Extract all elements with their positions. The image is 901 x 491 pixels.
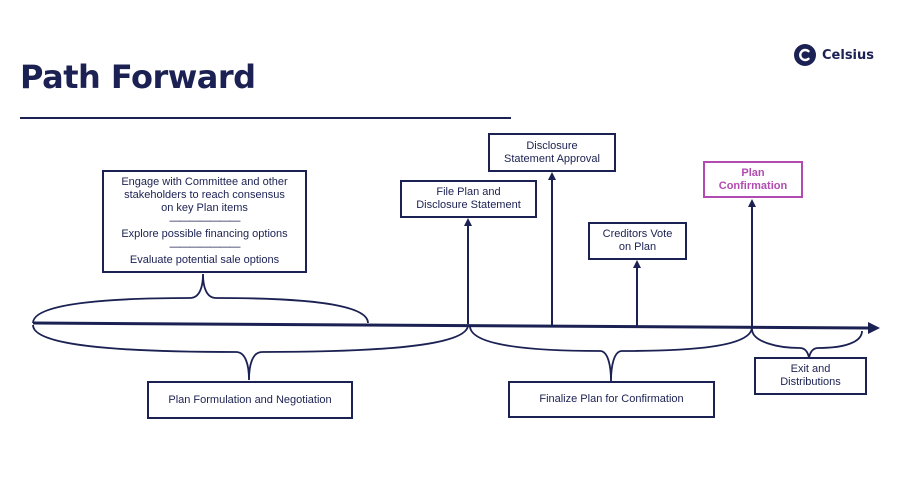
engage-line-4: Explore possible financing options (121, 228, 288, 240)
exit-line-1: Exit and (790, 363, 831, 375)
disclosure-approval-line-2: Statement Approval (503, 152, 600, 165)
engage-separator-2: ——————— (169, 241, 241, 253)
plan-formulation-box: Plan Formulation and Negotiation (147, 381, 353, 419)
celsius-logo: Celsius (794, 44, 874, 66)
celsius-logo-icon (794, 44, 816, 66)
title-underline (20, 117, 511, 119)
plan-confirmation-line-2: Confirmation (718, 179, 788, 192)
exit-distributions-box: Exit and Distributions (754, 357, 867, 395)
engage-line-3: on key Plan items (161, 202, 248, 214)
timeline-arrowhead (868, 322, 880, 334)
file-plan-line-1: File Plan and (436, 186, 501, 198)
brace-plan-formulation (32, 324, 469, 381)
engage-separator-1: ——————— (169, 215, 241, 227)
file-plan-box: File Plan and Disclosure Statement (400, 180, 537, 218)
file-plan-line-2: Disclosure Statement (416, 199, 521, 211)
creditors-vote-box: Creditors Vote on Plan (588, 222, 687, 260)
disclosure-approval-box: Disclosure Statement Approval (488, 133, 616, 172)
timeline-axis (32, 321, 869, 330)
engage-line-1: Engage with Committee and other (121, 176, 288, 188)
plan-formulation-label: Plan Formulation and Negotiation (168, 393, 332, 406)
brace-exit (751, 328, 863, 361)
creditors-vote-line-1: Creditors Vote (602, 228, 673, 240)
engage-line-2: stakeholders to reach consensus (124, 189, 285, 201)
exit-line-2: Distributions (780, 376, 841, 388)
disclosure-approval-line-1: Disclosure (526, 139, 578, 152)
engage-line-5: Evaluate potential sale options (129, 254, 280, 266)
brace-engage (32, 273, 369, 324)
creditors-vote-line-2: on Plan (618, 241, 657, 253)
finalize-plan-box: Finalize Plan for Confirmation (508, 381, 715, 418)
engage-committee-box: Engage with Committee and other stakehol… (102, 170, 307, 273)
page-title: Path Forward (20, 58, 256, 96)
logo-text: Celsius (822, 47, 874, 63)
plan-confirmation-line-1: Plan (741, 166, 765, 179)
finalize-plan-label: Finalize Plan for Confirmation (539, 393, 684, 405)
plan-confirmation-box: Plan Confirmation (703, 161, 803, 198)
brace-finalize-plan (469, 325, 753, 382)
